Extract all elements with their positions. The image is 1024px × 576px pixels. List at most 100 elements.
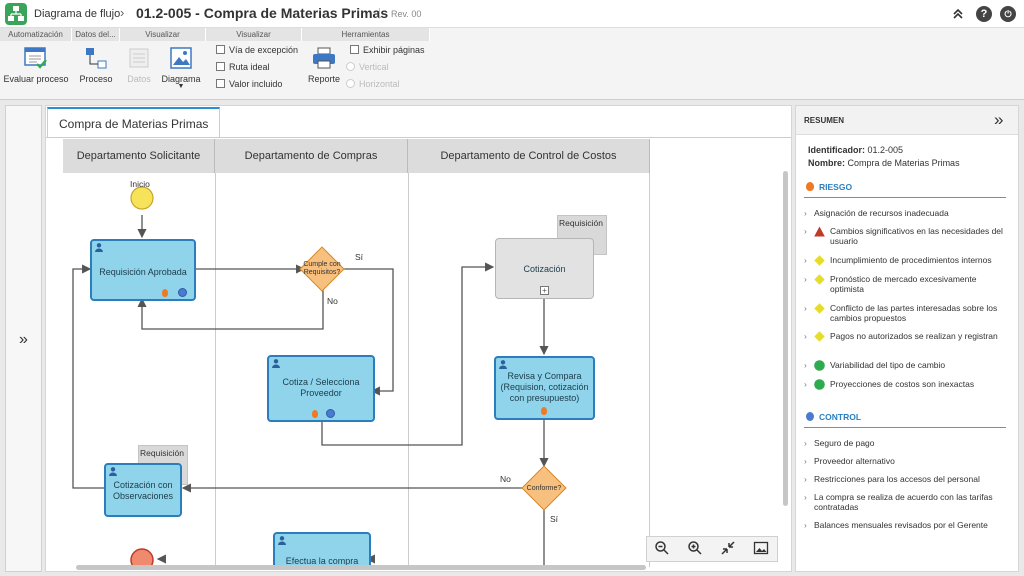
expand-left-panel-button[interactable]: » — [5, 105, 42, 572]
end-event[interactable] — [130, 548, 154, 567]
value-included-label: Valor incluido — [229, 79, 283, 89]
lane-header-solicitante: Departamento Solicitante — [63, 139, 215, 173]
chevron-right-icon: › — [804, 255, 807, 265]
horizontal-option[interactable]: Horizontal — [346, 79, 400, 92]
person-icon — [278, 536, 286, 545]
data-icon — [126, 46, 152, 70]
diagram-dropdown-button[interactable]: Diagrama ▼ — [160, 42, 202, 98]
tab-divider — [46, 137, 791, 138]
task-label-line2: Proveedor — [300, 388, 342, 398]
risk-text: Incumplimiento de procedimientos interno… — [830, 255, 992, 265]
chevron-right-icon: › — [804, 303, 807, 313]
task-requisicion-aprobada[interactable]: Requisición Aprobada — [90, 239, 196, 301]
vertical-label: Vertical — [359, 62, 389, 72]
horizontal-scrollbar[interactable] — [76, 565, 646, 570]
expand-subprocess-icon[interactable]: + — [540, 286, 549, 295]
show-pages-label: Exhibir páginas — [363, 45, 425, 55]
identifier-value: 01.2-005 — [867, 145, 904, 155]
control-text: La compra se realiza de acuerdo con las … — [814, 492, 993, 512]
task-cotiza-selecciona-proveedor[interactable]: Cotiza / Selecciona Proveedor — [267, 355, 375, 422]
process-button[interactable]: Proceso — [76, 42, 116, 98]
control-text: Restricciones para los accesos del perso… — [814, 474, 980, 484]
gateway-label-line2: Requisitos? — [303, 269, 341, 276]
flow-label-si: Sí — [550, 514, 559, 524]
ideal-route-checkbox[interactable]: Ruta ideal — [216, 62, 270, 75]
flow-label-si: Sí — [355, 252, 364, 262]
zoom-out-icon[interactable] — [652, 540, 672, 560]
zoom-in-icon[interactable] — [685, 540, 705, 560]
control-text: Proveedor alternativo — [814, 456, 895, 466]
ribbon-group-herramientas: Herramientas — [302, 28, 430, 41]
chevron-right-icon: › — [804, 331, 807, 341]
task-revisa-compara[interactable]: Revisa y Compara (Requision, cotización … — [494, 356, 595, 420]
double-chevron-right-icon: » — [19, 331, 28, 348]
printer-icon — [311, 46, 337, 70]
collapse-up-icon[interactable] — [950, 6, 966, 22]
gateway-label: Conforme? — [526, 485, 562, 492]
risk-fire-icon — [162, 289, 168, 297]
risk-text: Proyecciones de costos son inexactas — [830, 379, 975, 389]
medium-risk-diamond-icon — [814, 255, 825, 266]
chevron-right-icon: › — [804, 208, 807, 218]
medium-risk-diamond-icon — [814, 274, 825, 285]
task-cotizacion-observaciones[interactable]: Cotización con Observaciones — [104, 463, 182, 517]
lane-header-control-costos: Departamento de Control de Costos — [408, 139, 650, 173]
risk-fire-icon — [806, 182, 814, 191]
low-risk-circle-icon — [814, 360, 825, 371]
risk-fire-icon — [312, 410, 318, 418]
lane-divider — [408, 173, 409, 567]
control-section-header: CONTROL — [804, 412, 1006, 428]
value-included-checkbox[interactable]: Valor incluido — [216, 79, 282, 92]
flow-label-no: No — [327, 296, 338, 306]
summary-header: RESUMEN » — [796, 106, 1018, 135]
risk-text: Pagos no autorizados se realizan y regis… — [830, 331, 998, 341]
horizontal-label: Horizontal — [359, 79, 400, 89]
vertical-scrollbar[interactable] — [783, 171, 788, 506]
medium-risk-diamond-icon — [814, 331, 825, 342]
low-risk-circle-icon — [814, 379, 825, 390]
ribbon-group-datos: Datos del... — [72, 28, 120, 41]
double-chevron-right-icon[interactable]: » — [994, 110, 1004, 129]
gateway-label-line1: Cumple con — [303, 261, 341, 268]
dropdown-arrow-icon: ▼ — [177, 83, 185, 90]
exception-path-checkbox[interactable]: Vía de excepción — [216, 45, 298, 58]
ribbon-group-automatizacion: Automatización — [0, 28, 72, 41]
data-label: Datos — [127, 74, 151, 84]
risk-text: Variabilidad del tipo de cambio — [830, 360, 946, 370]
data-button[interactable]: Datos — [124, 42, 154, 98]
export-image-icon[interactable] — [751, 540, 771, 560]
chevron-right-icon: › — [804, 492, 807, 502]
chevron-right-icon: › — [804, 474, 807, 484]
power-icon[interactable]: ⏻ — [1000, 6, 1016, 22]
task-label-line2: Observaciones — [112, 491, 174, 501]
lane-header-compras: Departamento de Compras — [215, 139, 408, 173]
high-risk-triangle-icon — [814, 226, 825, 237]
risk-section-title: RIESGO — [819, 182, 853, 192]
start-label: Inicio — [130, 179, 150, 189]
tab-compra-materias-primas[interactable]: Compra de Materias Primas — [47, 107, 221, 137]
task-efectua-compra[interactable]: Efectua la compra — [273, 532, 371, 567]
revision-label: Rev. 00 — [391, 9, 422, 19]
breadcrumb[interactable]: Diagrama de flujo — [34, 8, 121, 20]
report-button[interactable]: Reporte — [306, 42, 342, 98]
lane-divider — [215, 173, 216, 567]
fit-to-screen-icon[interactable] — [718, 540, 738, 560]
task-label-line1: Cotiza / Selecciona — [282, 377, 360, 387]
person-icon — [109, 467, 117, 476]
lane-divider — [649, 173, 650, 567]
subprocess-cotizacion[interactable]: Cotización + — [495, 238, 594, 299]
start-event[interactable] — [130, 186, 154, 210]
chevron-right-icon: › — [804, 456, 807, 466]
help-icon[interactable]: ? — [976, 6, 992, 22]
chevron-right-icon: › — [804, 379, 807, 389]
show-pages-checkbox[interactable]: Exhibir páginas — [350, 45, 425, 58]
diagram-label: Diagrama — [161, 74, 201, 84]
name-value: Compra de Materias Primas — [847, 158, 960, 168]
control-shield-icon — [326, 409, 335, 418]
vertical-option[interactable]: Vertical — [346, 62, 389, 75]
evaluate-process-icon — [23, 46, 49, 70]
evaluate-process-button[interactable]: Evaluar proceso — [3, 42, 69, 98]
flowchart-app-icon — [5, 3, 27, 25]
ribbon-group-visualizar-2: Visualizar — [206, 28, 302, 41]
task-label: Cotización — [523, 264, 566, 274]
